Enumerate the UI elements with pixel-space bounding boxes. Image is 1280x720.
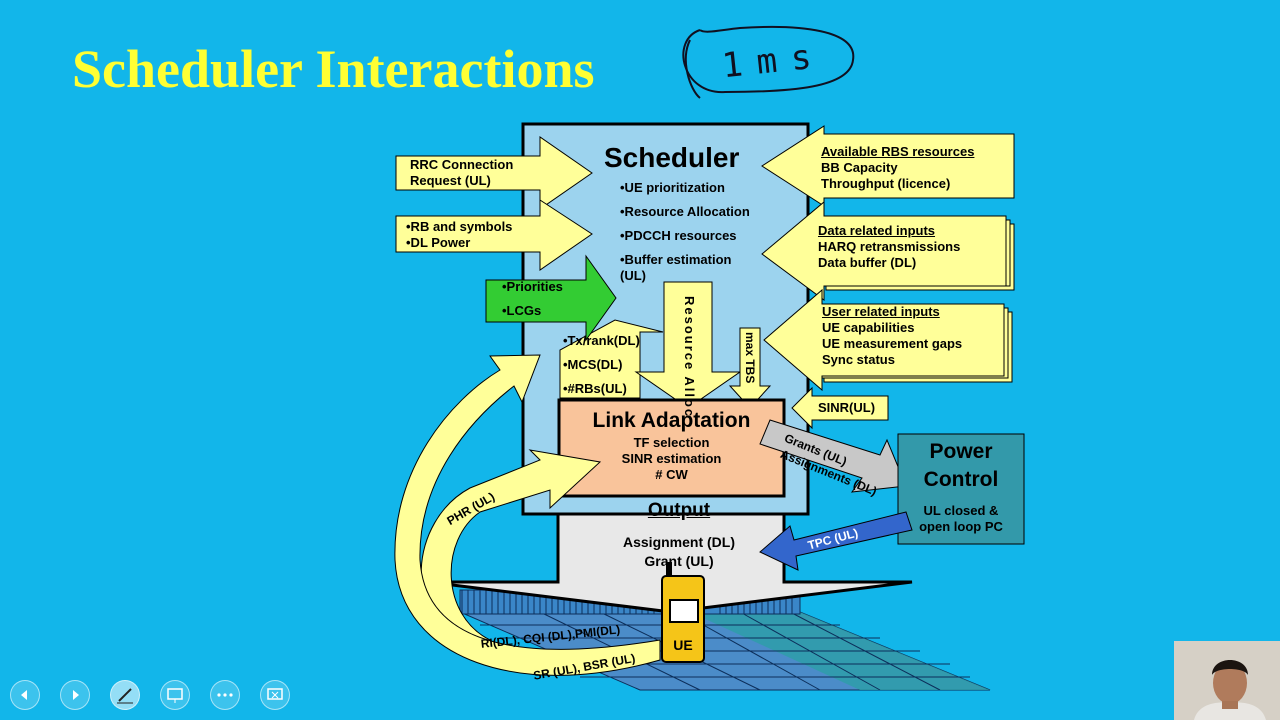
scheduler-heading: Scheduler bbox=[604, 142, 740, 173]
available-line-2: BB Capacity bbox=[821, 160, 898, 175]
feedback-item-1: •Tx/rank(DL) bbox=[563, 333, 640, 348]
user-arrow-stack bbox=[763, 288, 1013, 392]
sinr-label: SINR(UL) bbox=[818, 400, 876, 415]
user-line-3: UE measurement gaps bbox=[822, 336, 963, 351]
scheduler-item-5: (UL) bbox=[620, 268, 646, 283]
more-options-button[interactable] bbox=[210, 680, 240, 710]
scheduler-item-2: •Resource Allocation bbox=[620, 204, 750, 219]
feedback-item-3: •#RBs(UL) bbox=[563, 381, 627, 396]
more-icon bbox=[217, 693, 233, 697]
available-arrow bbox=[761, 125, 1015, 207]
slide-view-icon bbox=[167, 688, 183, 703]
cqi-sr-arrow bbox=[394, 354, 661, 676]
power-control-box bbox=[897, 433, 1025, 545]
output-heading: Output bbox=[647, 500, 711, 521]
max-tbs-arrow bbox=[728, 327, 772, 409]
user-heading: User related inputs bbox=[822, 304, 940, 319]
slide-view-button[interactable] bbox=[160, 680, 190, 710]
la-item-3: # CW bbox=[655, 467, 688, 482]
resource-alloc-arrow bbox=[634, 281, 742, 409]
scheduler-item-4: •Buffer estimation bbox=[620, 252, 732, 267]
pen-icon bbox=[117, 688, 133, 704]
rrc-arrow bbox=[395, 136, 593, 210]
output-item-1: Assignment (DL) bbox=[623, 534, 735, 550]
next-slide-button[interactable] bbox=[60, 680, 90, 710]
output-item-2: Grant (UL) bbox=[644, 553, 714, 569]
priorities-line-1: •Priorities bbox=[502, 279, 563, 294]
ue-device bbox=[661, 562, 705, 663]
user-line-4: Sync status bbox=[822, 352, 895, 367]
priorities-arrow bbox=[485, 254, 617, 342]
rb-line-2: •DL Power bbox=[406, 235, 471, 250]
end-show-button[interactable] bbox=[260, 680, 290, 710]
data-heading: Data related inputs bbox=[818, 223, 936, 238]
power-control-heading-1: Power bbox=[929, 440, 993, 463]
slide-title: Scheduler Interactions bbox=[72, 39, 595, 99]
resource-alloc-label: Resource Alloc bbox=[682, 296, 697, 419]
feedback-item-2: •MCS(DL) bbox=[563, 357, 623, 372]
scheduler-item-3: •PDCCH resources bbox=[620, 228, 737, 243]
grants-arrow bbox=[759, 419, 907, 493]
la-item-1: TF selection bbox=[633, 435, 710, 450]
pen-button[interactable] bbox=[110, 680, 140, 710]
sinr-arrow bbox=[791, 386, 889, 430]
previous-slide-button[interactable] bbox=[10, 680, 40, 710]
scheduler-item-1: •UE prioritization bbox=[620, 180, 725, 195]
power-control-heading-2: Control bbox=[923, 468, 999, 491]
available-heading: Available RBS resources bbox=[821, 144, 975, 159]
end-show-icon bbox=[267, 688, 283, 700]
previous-icon bbox=[21, 690, 27, 700]
priorities-line-2: •LCGs bbox=[502, 303, 542, 318]
presenter-webcam bbox=[1174, 641, 1280, 720]
tpc-arrow bbox=[759, 511, 913, 571]
rrc-line-2: Request (UL) bbox=[410, 173, 491, 188]
data-line-3: Data buffer (DL) bbox=[818, 255, 917, 270]
rb-arrow bbox=[395, 199, 593, 271]
data-arrow-stack bbox=[761, 200, 1015, 301]
available-line-3: Throughput (licence) bbox=[821, 176, 951, 191]
link-adaptation-heading: Link Adaptation bbox=[592, 409, 751, 432]
data-line-2: HARQ retransmissions bbox=[818, 239, 961, 254]
handwritten-annotation bbox=[682, 25, 855, 99]
pc-item-1: UL closed & bbox=[923, 503, 999, 518]
max-tbs-label: max TBS bbox=[743, 332, 757, 384]
rrc-line-1: RRC Connection bbox=[410, 157, 514, 172]
next-icon bbox=[73, 690, 79, 700]
user-line-2: UE capabilities bbox=[822, 320, 915, 335]
rb-line-1: •RB and symbols bbox=[406, 219, 513, 234]
la-item-2: SINR estimation bbox=[621, 451, 722, 466]
pc-item-2: open loop PC bbox=[919, 519, 1003, 534]
ue-label: UE bbox=[673, 637, 693, 653]
